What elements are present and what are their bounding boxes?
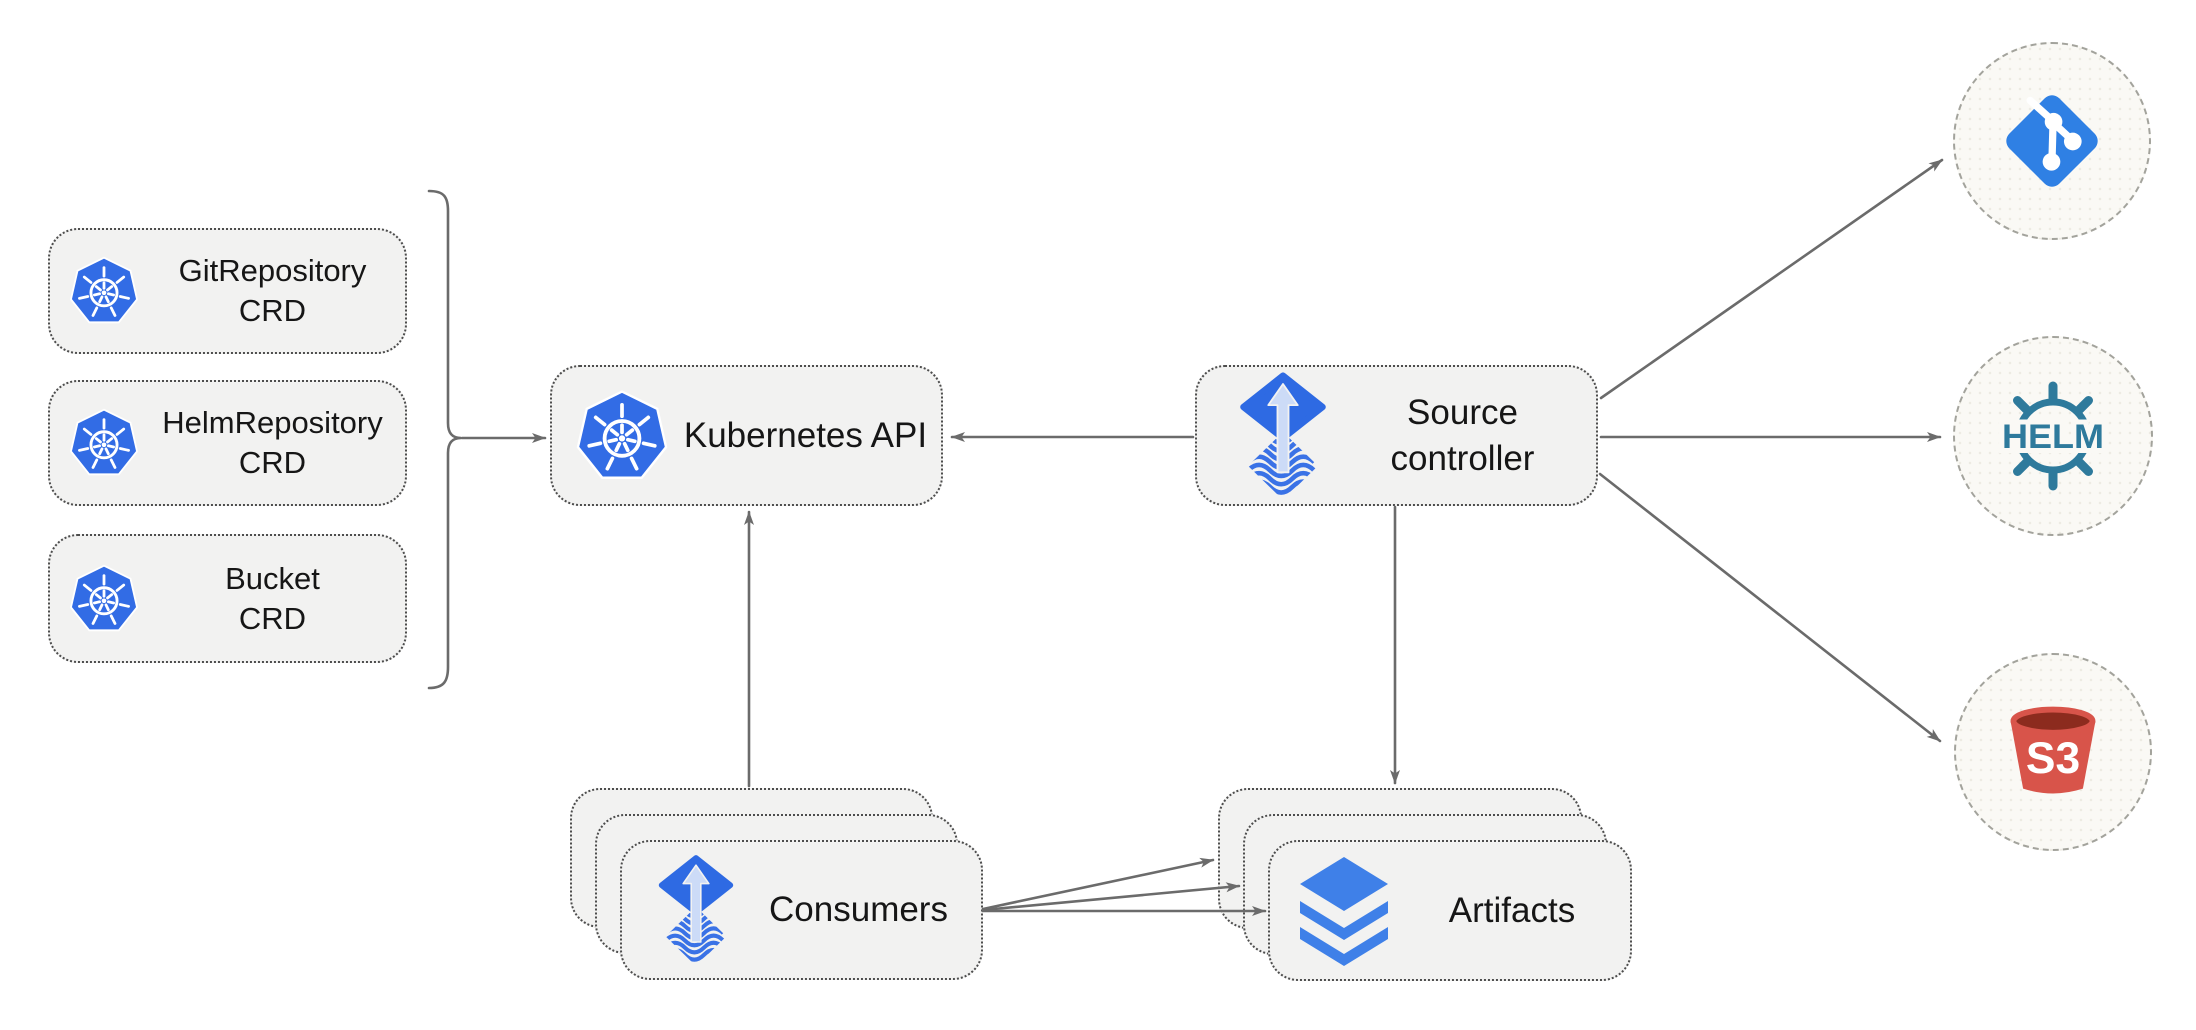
node-helmrepository-crd: HelmRepository CRD bbox=[48, 380, 407, 506]
kubernetes-icon bbox=[574, 388, 670, 484]
node-label-line2: CRD bbox=[238, 293, 307, 328]
node-label: HelmRepository CRD bbox=[140, 403, 405, 483]
kubernetes-icon bbox=[68, 407, 140, 479]
arrow-source-controller-to-git bbox=[1599, 158, 1944, 400]
node-label-line1: Source bbox=[1407, 392, 1518, 432]
node-label: Kubernetes API bbox=[683, 415, 928, 455]
kubernetes-icon bbox=[68, 255, 140, 327]
node-label: Consumers bbox=[769, 890, 948, 929]
node-label: Bucket CRD bbox=[140, 559, 405, 639]
node-label-line2: CRD bbox=[238, 445, 307, 480]
node-label-line2: CRD bbox=[238, 600, 307, 636]
s3-bucket-icon: S3 bbox=[1997, 698, 2109, 806]
node-label-line2: controller bbox=[1390, 438, 1535, 478]
git-icon bbox=[2000, 89, 2104, 193]
arrow-consumers-to-artifacts-2 bbox=[981, 882, 1241, 912]
target-git-repository bbox=[1953, 42, 2151, 240]
node-label-line1: Bucket bbox=[225, 560, 320, 596]
node-label-line1: HelmRepository bbox=[162, 405, 383, 440]
node-label-line1: GitRepository bbox=[178, 253, 367, 288]
node-label: Source controller bbox=[1329, 390, 1596, 482]
node-label: GitRepository CRD bbox=[140, 251, 405, 331]
arrow-source-controller-to-s3 bbox=[1598, 472, 1942, 743]
node-bucket-crd: Bucket CRD bbox=[48, 534, 407, 663]
helm-label: HELM bbox=[2002, 418, 2104, 456]
node-source-controller: Source controller bbox=[1195, 365, 1598, 506]
s3-label: S3 bbox=[2026, 734, 2080, 783]
node-label: Artifacts bbox=[1448, 890, 1576, 930]
flux-icon bbox=[656, 854, 736, 966]
flux-icon bbox=[1237, 371, 1329, 500]
node-consumers: Consumers bbox=[620, 840, 983, 980]
crd-group-brace bbox=[427, 189, 462, 690]
helm-icon: HELM bbox=[1997, 380, 2109, 492]
layers-icon bbox=[1294, 855, 1394, 967]
node-artifacts: Artifacts bbox=[1268, 840, 1632, 981]
node-gitrepository-crd: GitRepository CRD bbox=[48, 228, 407, 354]
target-helm-repository: HELM bbox=[1953, 336, 2153, 536]
target-s3-bucket: S3 bbox=[1954, 653, 2152, 851]
kubernetes-icon bbox=[68, 563, 140, 635]
arrow-consumers-to-artifacts-1 bbox=[981, 857, 1215, 911]
node-kubernetes-api: Kubernetes API bbox=[550, 365, 943, 506]
